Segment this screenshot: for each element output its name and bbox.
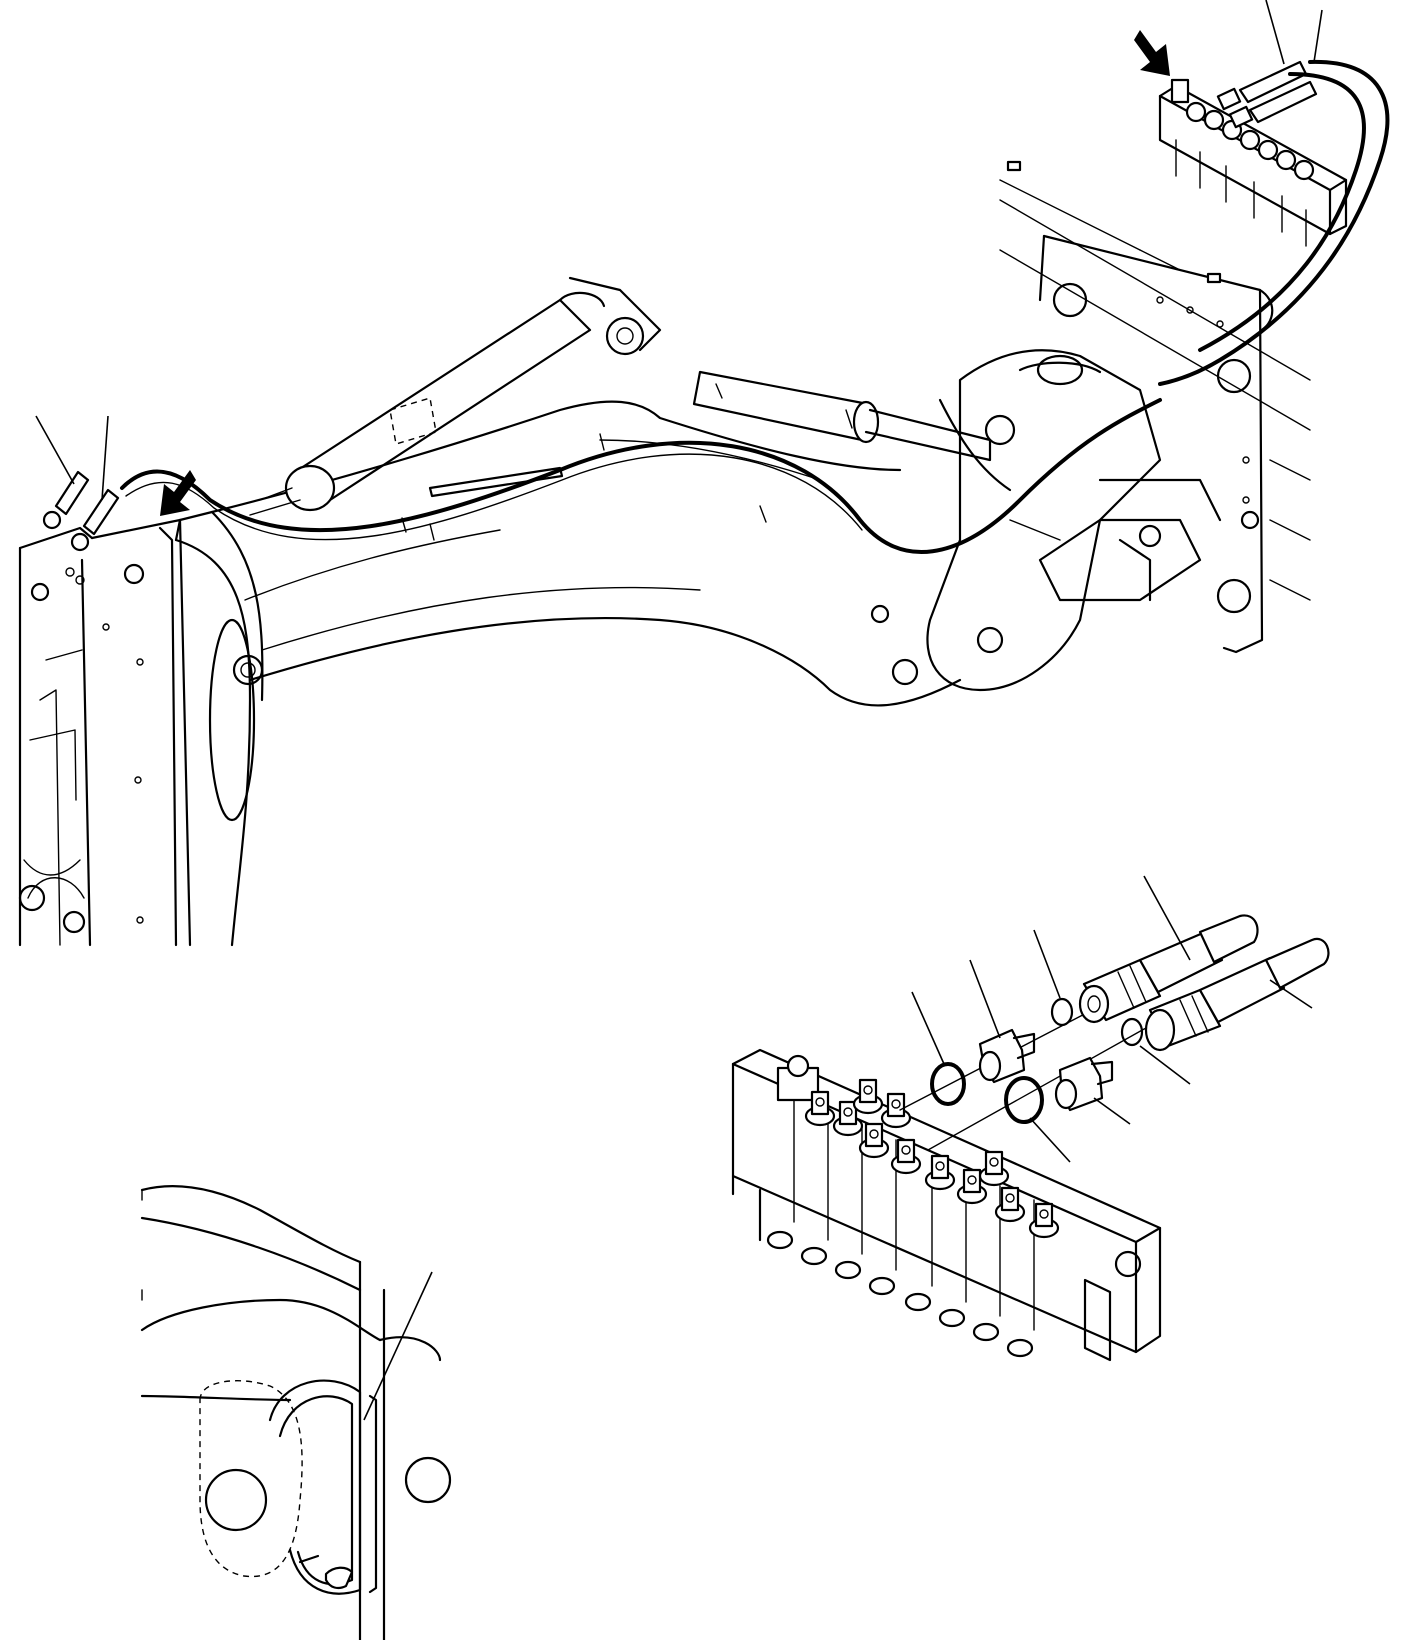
boom-foot-detail-panel (140, 1184, 452, 1640)
valve-bottom-caps (766, 1230, 1034, 1358)
arm-hose-fittings (42, 470, 120, 585)
hose-lower (1264, 937, 1330, 990)
arm-cylinder (692, 370, 992, 462)
callout-leaders-valve (911, 875, 1313, 1163)
arm-section (18, 518, 192, 947)
o-ring-upper-small (1050, 997, 1074, 1027)
exploded-fittings (899, 914, 1330, 1151)
adapter-upper (978, 1028, 1036, 1084)
o-ring-lower-small (1120, 1017, 1144, 1047)
hose-upper (1198, 914, 1259, 964)
boom-hydraulic-hose (120, 398, 1162, 554)
retaining-ring (268, 1379, 378, 1595)
swing-post-plate (999, 199, 1311, 654)
adapter-lower (1054, 1056, 1114, 1112)
direction-arrow-icon (160, 470, 196, 516)
swing-bracket (870, 349, 1260, 692)
valve-spools-large (804, 1078, 1060, 1239)
boom-body (174, 400, 962, 947)
control-valve-detail-panel (731, 875, 1330, 1362)
hose-fitting-upper (1078, 928, 1224, 1024)
callout-leaders-foot (363, 1271, 433, 1421)
callout-leaders-top (35, 0, 1323, 501)
control-valve-small (999, 60, 1348, 284)
boom-cylinder (249, 276, 662, 516)
boom-overview-panel (18, 0, 1390, 947)
o-ring-lower-large (1004, 1076, 1044, 1124)
direction-arrow-icon (1134, 30, 1170, 76)
valve-spools-small (1185, 101, 1315, 181)
control-valve-large (731, 1048, 1162, 1362)
o-ring-upper-large (930, 1062, 966, 1106)
hose-fitting-lower (1144, 956, 1286, 1052)
valve-supply-hose (1158, 59, 1390, 386)
